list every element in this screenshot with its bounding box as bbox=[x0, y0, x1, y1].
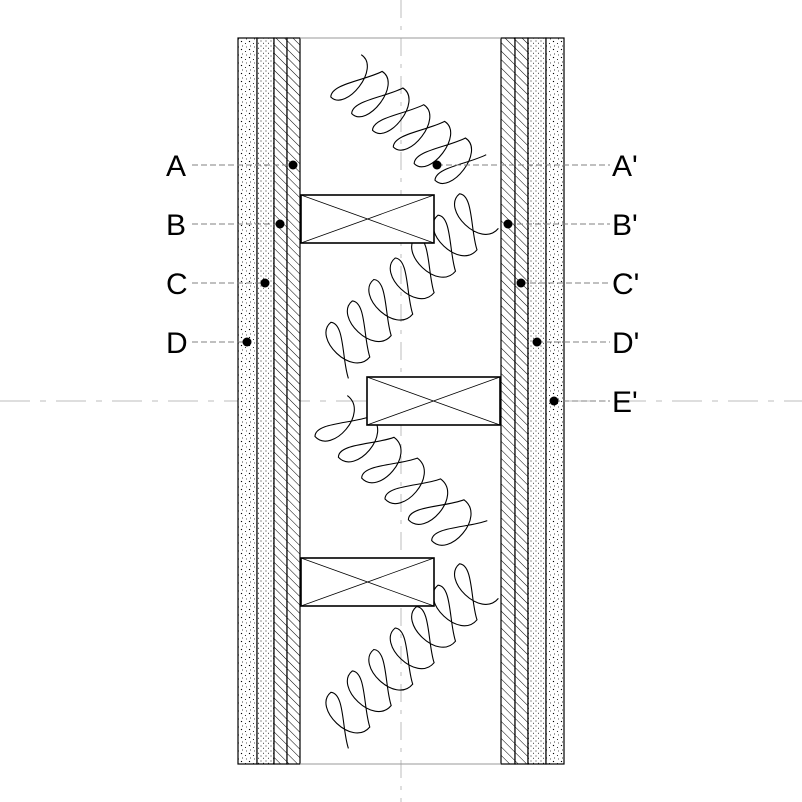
left-inner-layer bbox=[286, 37, 301, 765]
right-inner-layer bbox=[500, 37, 516, 765]
point-c-prime bbox=[516, 278, 526, 288]
left-annotations: A B C D bbox=[166, 150, 298, 360]
label-b-prime: B' bbox=[612, 209, 638, 242]
label-c-prime: C' bbox=[612, 268, 639, 301]
point-c bbox=[260, 278, 270, 288]
left-wall-layers bbox=[237, 37, 301, 765]
insulation-batt-4 bbox=[325, 563, 499, 749]
blocking-top bbox=[300, 194, 435, 244]
right-third-layer bbox=[514, 37, 529, 765]
cavity-edges bbox=[300, 37, 501, 765]
left-third-layer bbox=[273, 37, 288, 765]
point-a-prime bbox=[432, 160, 442, 170]
label-d: D bbox=[166, 327, 188, 360]
point-b bbox=[275, 219, 285, 229]
blocking-members bbox=[300, 194, 501, 607]
insulation-batt-2 bbox=[325, 193, 499, 379]
label-a: A bbox=[166, 150, 186, 183]
insulation-batt-1 bbox=[330, 54, 487, 184]
label-d-prime: D' bbox=[612, 327, 639, 360]
blocking-middle bbox=[366, 376, 501, 426]
point-d-prime bbox=[532, 337, 542, 347]
left-outer-layer bbox=[237, 37, 258, 765]
blocking-bottom bbox=[300, 557, 435, 607]
label-c: C bbox=[166, 268, 188, 301]
point-d bbox=[242, 337, 252, 347]
right-second-layer bbox=[527, 37, 547, 765]
label-e-prime: E' bbox=[612, 386, 638, 419]
label-a-prime: A' bbox=[612, 150, 638, 183]
right-annotations: A' B' C' D' E' bbox=[432, 150, 639, 419]
label-b: B bbox=[166, 209, 186, 242]
point-e-prime bbox=[549, 396, 559, 406]
point-b-prime bbox=[503, 219, 513, 229]
point-a bbox=[288, 160, 298, 170]
left-second-layer bbox=[256, 37, 275, 765]
